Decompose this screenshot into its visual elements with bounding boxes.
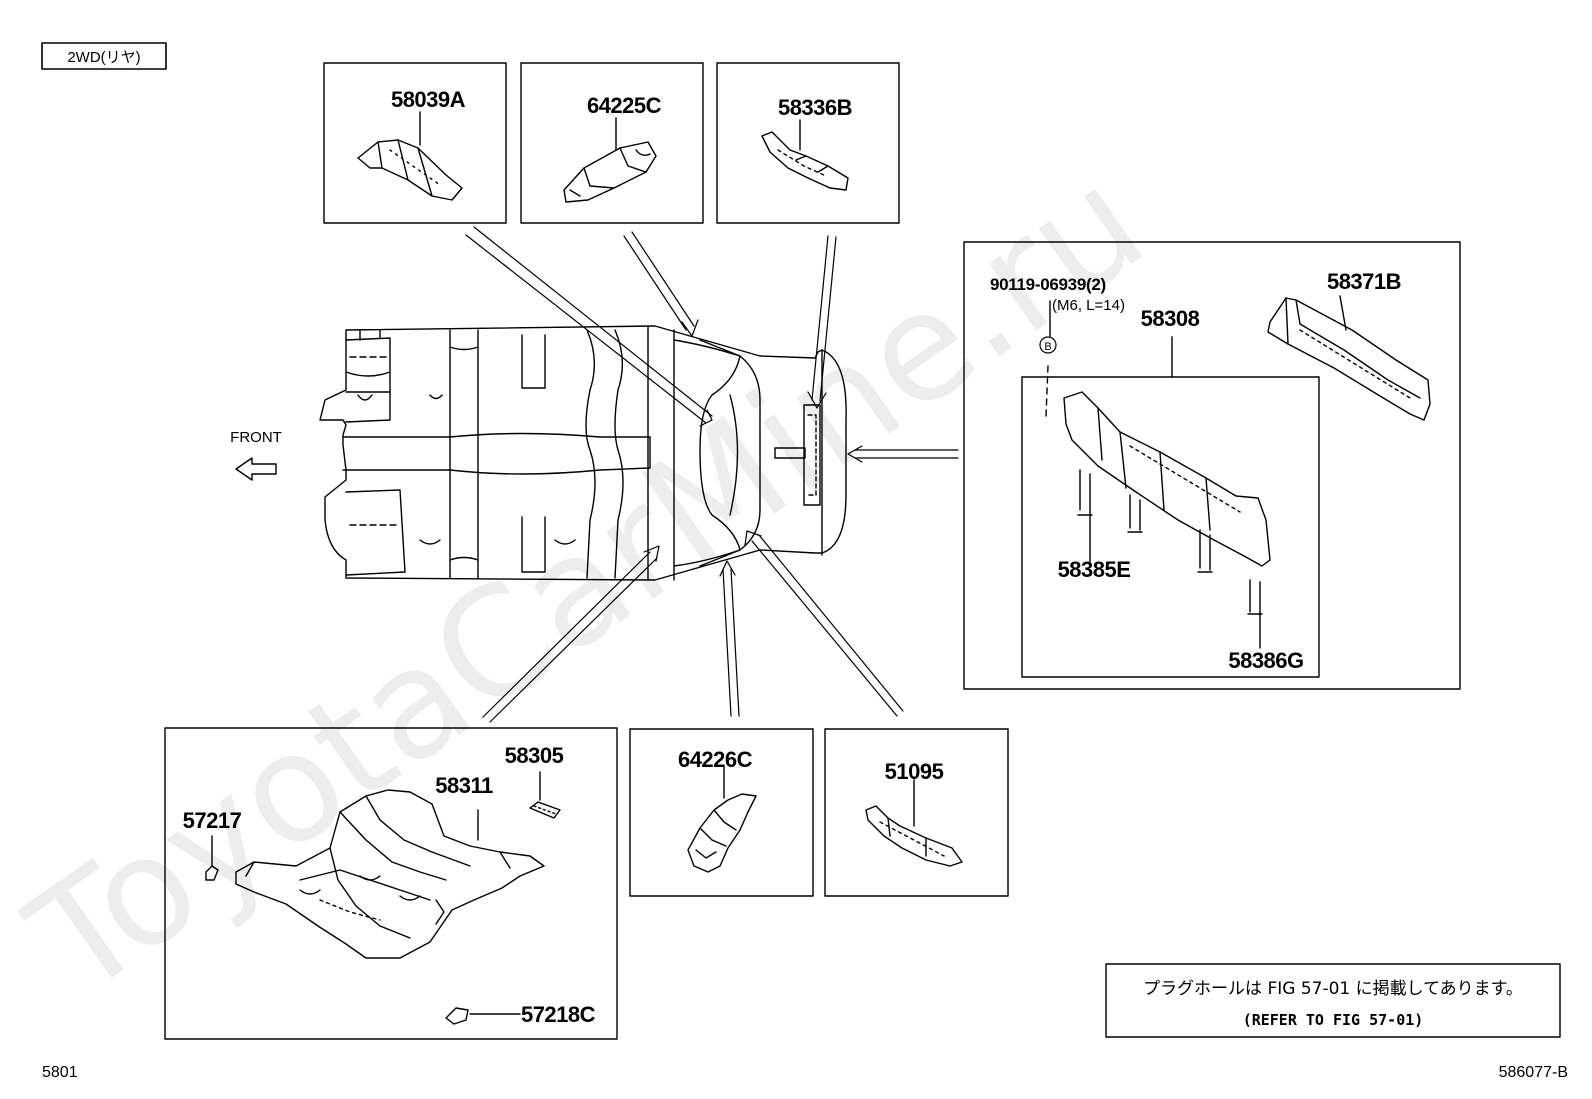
header-tag-label: 2WD(リヤ) (67, 49, 140, 66)
part-57218C-drawing (445, 1007, 521, 1025)
part-51095-drawing (865, 779, 963, 867)
label-64226C: 64226C (678, 747, 753, 772)
footer-left: 5801 (42, 1064, 78, 1081)
part-58039A-drawing (357, 111, 463, 201)
part-64225C-drawing (563, 117, 657, 203)
part-64226C-drawing (687, 765, 757, 873)
box-58039A (323, 62, 507, 224)
box-64225C (520, 62, 704, 224)
box-51095 (824, 728, 1009, 897)
box-58336B (716, 62, 900, 224)
front-label: FRONT (230, 429, 282, 446)
label-57217: 57217 (183, 808, 242, 833)
box-58371B-group (963, 241, 1461, 690)
footer-right: 586077-B (1499, 1064, 1568, 1081)
label-bolt: 90119-06939(2) (990, 275, 1106, 294)
label-bolt-ref: B (1044, 341, 1051, 353)
part-58311-drawing (235, 789, 545, 959)
label-57218C: 57218C (521, 1002, 596, 1027)
note-en: (REFER TO FIG 57-01) (1243, 1011, 1424, 1029)
label-58385E: 58385E (1058, 557, 1131, 582)
front-arrow-icon (235, 457, 277, 481)
note-box (1105, 963, 1561, 1038)
part-58336B-drawing (761, 119, 849, 191)
box-58308 (1021, 376, 1320, 678)
leader-arrows (465, 226, 959, 723)
label-51095: 51095 (885, 759, 944, 784)
label-64225C: 64225C (587, 93, 662, 118)
underbody-floor-drawing (319, 325, 847, 581)
part-57217-drawing (205, 835, 219, 881)
note-jp: プラグホールは FIG 57-01 に掲載してあります。 (1143, 979, 1523, 999)
part-58305-drawing (529, 771, 561, 819)
header-tag (41, 42, 167, 70)
box-58311-group (164, 727, 618, 1040)
label-58311: 58311 (435, 773, 493, 798)
label-58336B: 58336B (778, 95, 852, 120)
bolt-ref-circle (1039, 336, 1057, 354)
label-58371B: 58371B (1327, 269, 1401, 294)
box-64226C (629, 728, 814, 897)
label-58039A: 58039A (391, 87, 466, 112)
label-bolt-spec: (M6, L=14) (1052, 297, 1125, 314)
label-58386G: 58386G (1228, 648, 1303, 673)
label-58305: 58305 (505, 743, 564, 768)
label-58308: 58308 (1141, 306, 1200, 331)
part-58371B-drawing (1267, 295, 1431, 421)
part-58308-drawing (1045, 300, 1271, 649)
